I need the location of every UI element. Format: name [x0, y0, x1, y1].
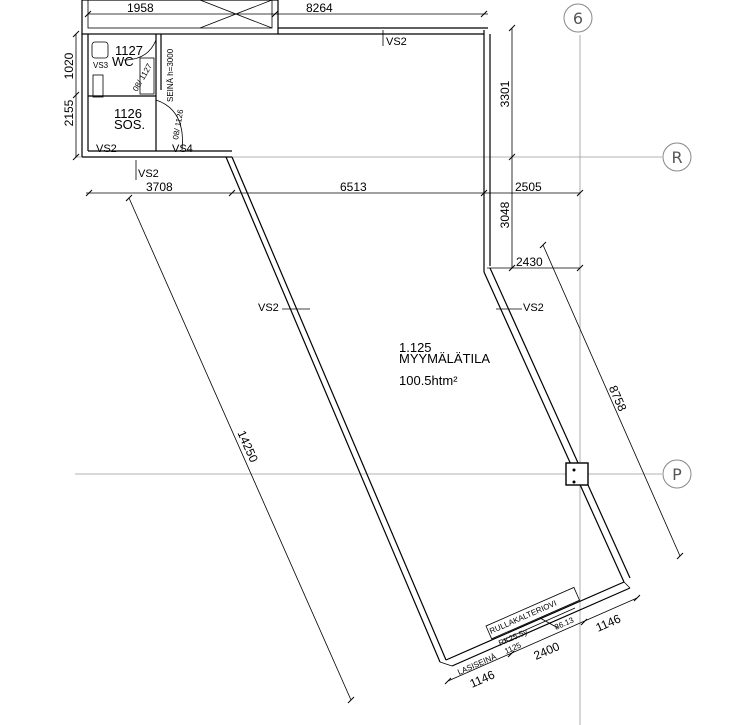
- room-1127-name: WC: [112, 54, 134, 69]
- dim-2430: 2430: [516, 255, 543, 269]
- room-main-area: 100.5htm²: [399, 373, 458, 388]
- grid-bubble-p: P: [662, 459, 692, 489]
- grid-bubble-6: 6: [563, 3, 593, 33]
- dim-1020: 1020: [62, 52, 76, 79]
- vs2-mid-left-tag: VS2: [258, 302, 279, 314]
- dim-2155: 2155: [62, 99, 76, 126]
- dim-bottom-chain: [444, 594, 641, 685]
- dim-8758: 8758: [606, 383, 630, 413]
- dim-top-chain: [84, 10, 488, 18]
- vs2-mid-right-tag: VS2: [523, 302, 544, 314]
- door-1126-label: 08/ 1126: [171, 108, 185, 140]
- dim-3301: 3301: [498, 80, 512, 107]
- dim-3708: 3708: [146, 180, 173, 194]
- dim-right-vertical: [508, 24, 516, 272]
- dim-14250-line: [125, 194, 355, 704]
- vs2-top-tag: VS2: [386, 36, 407, 48]
- dim-14250: 14250: [234, 428, 260, 464]
- roller-grille: [485, 586, 581, 641]
- dim-3048: 3048: [498, 201, 512, 228]
- dim-8758-line: [539, 241, 684, 560]
- vs4-tag: VS4: [172, 143, 193, 155]
- dim-left: [72, 30, 80, 161]
- vs3-label: VS3: [93, 61, 109, 70]
- svg-text:6: 6: [573, 9, 583, 28]
- dim-2430-line: [487, 264, 584, 272]
- dim-2505: 2505: [515, 180, 542, 194]
- dim-8264: 8264: [306, 1, 333, 15]
- room-main-number: 1.125: [399, 340, 432, 355]
- dim-middle-chain: [85, 189, 584, 197]
- door-86-label: 86.13: [553, 615, 575, 632]
- door-1127-label: 08/ 1127: [131, 62, 154, 93]
- dim-1958: 1958: [127, 1, 154, 15]
- top-room-fragment: [81, 0, 279, 35]
- small-rooms-walls: [81, 27, 488, 158]
- grid-bubble-r: R: [662, 142, 692, 172]
- room-1126-name: SOS.: [114, 117, 145, 132]
- main-room-walls: [225, 156, 631, 667]
- vs2-under-tag: VS2: [138, 168, 159, 180]
- room-1126-number: 1126: [114, 106, 142, 121]
- vs2-left-tag: VS2: [96, 143, 117, 155]
- svg-text:P: P: [672, 465, 682, 484]
- right-upper-wall: [483, 30, 491, 272]
- svg-text:R: R: [671, 148, 682, 167]
- seina-label: SEINÄ h=3000: [166, 48, 175, 102]
- room-main-name: MYYMÄLÄTILA: [399, 351, 490, 366]
- dim-6513: 6513: [340, 180, 367, 194]
- room-1127-number: 1127: [115, 43, 143, 58]
- column-6p: [565, 462, 589, 486]
